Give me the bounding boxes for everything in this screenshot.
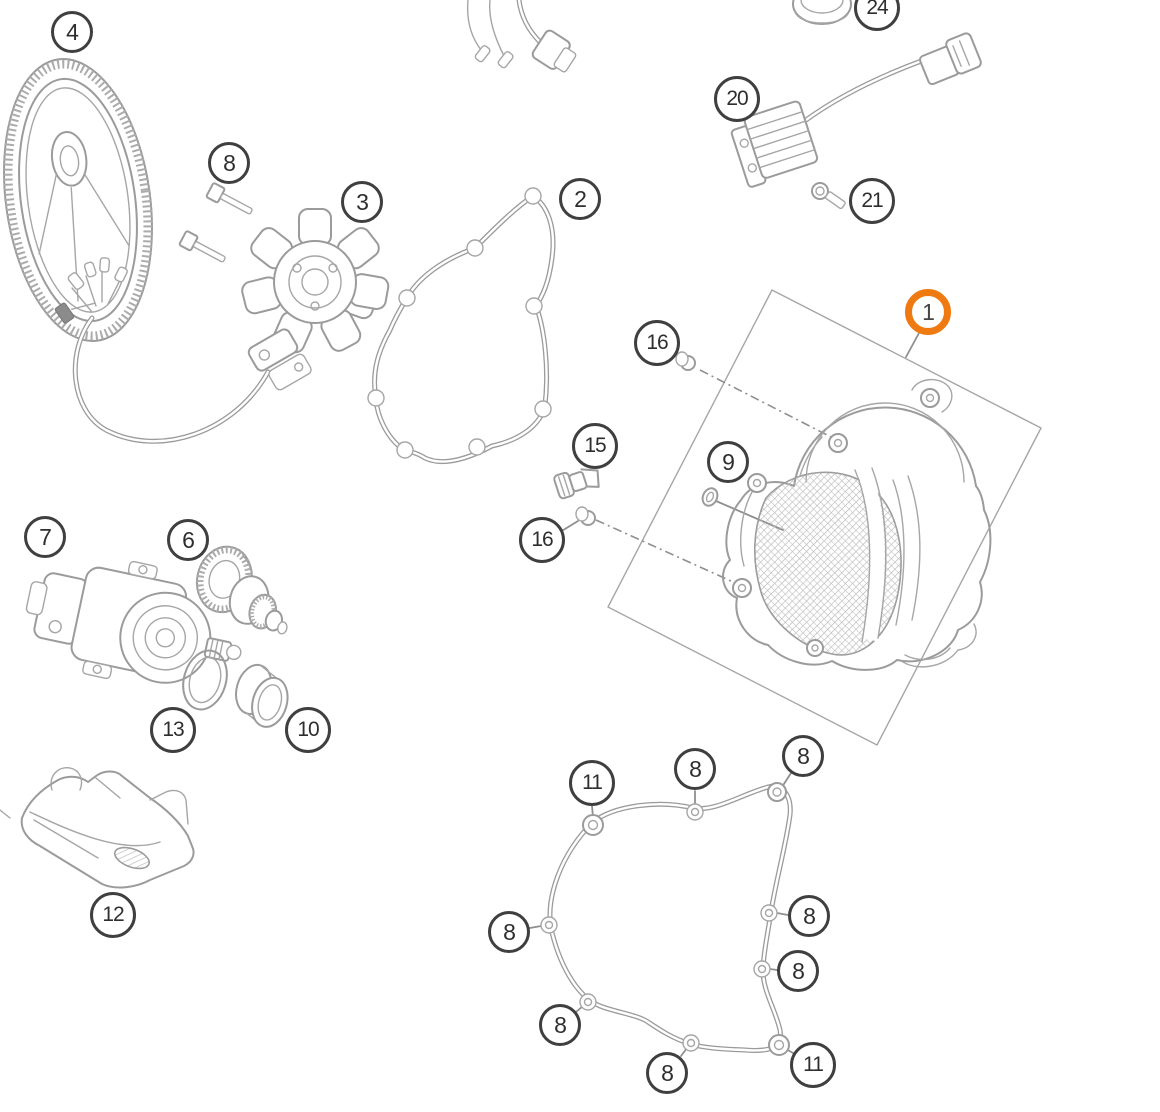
callout-12[interactable]: 12 (90, 892, 136, 938)
flywheel-drawing (3, 58, 153, 342)
callout-10[interactable]: 10 (285, 707, 331, 753)
bolt-21-drawing (811, 182, 846, 210)
ignition-cover-drawing (721, 379, 992, 671)
bracket-drawing (20, 767, 195, 889)
callout-20[interactable]: 20 (714, 76, 760, 122)
callout-7[interactable]: 7 (24, 516, 66, 558)
stator-drawing (54, 208, 390, 444)
o-ring-drawing (182, 649, 228, 711)
callout-16[interactable]: 16 (519, 517, 565, 563)
regulator-drawing (730, 32, 982, 188)
callout-8[interactable]: 8 (208, 142, 250, 184)
spark-cap-drawing (792, 0, 852, 25)
callout-3[interactable]: 3 (341, 181, 383, 223)
callout-8[interactable]: 8 (539, 1004, 581, 1046)
plug-16a-drawing (675, 351, 696, 371)
plug-16b-drawing (575, 506, 596, 526)
callout-13[interactable]: 13 (150, 707, 196, 753)
screw-9-drawing (701, 487, 719, 507)
clamp-15-drawing (553, 468, 600, 500)
starter-motor-drawing (25, 560, 242, 684)
callout-11[interactable]: 11 (569, 760, 615, 806)
callout-15[interactable]: 15 (572, 423, 618, 469)
callout-16[interactable]: 16 (634, 320, 680, 366)
callout-2[interactable]: 2 (559, 178, 601, 220)
harness-connectors-drawing (466, 0, 577, 73)
edge-fragment (0, 809, 11, 819)
callout-8[interactable]: 8 (488, 911, 530, 953)
callout-8[interactable]: 8 (782, 735, 824, 777)
part-1-boundary (607, 289, 1042, 746)
callout-8[interactable]: 8 (674, 748, 716, 790)
gasket-2-drawing (367, 187, 556, 465)
callout-11[interactable]: 11 (790, 1042, 836, 1088)
clutch-gasket-drawing (540, 782, 793, 1056)
callout-8[interactable]: 8 (777, 950, 819, 992)
bushing-drawing (235, 663, 289, 728)
callout-4[interactable]: 4 (51, 11, 93, 53)
callout-1[interactable]: 1 (905, 289, 951, 335)
callout-8[interactable]: 8 (788, 895, 830, 937)
callout-9[interactable]: 9 (707, 441, 749, 483)
callout-6[interactable]: 6 (167, 519, 209, 561)
starter-gear-drawing (195, 545, 288, 635)
bolt-8-drawing (178, 182, 253, 263)
callout-8[interactable]: 8 (646, 1052, 688, 1094)
callout-21[interactable]: 21 (849, 178, 895, 224)
